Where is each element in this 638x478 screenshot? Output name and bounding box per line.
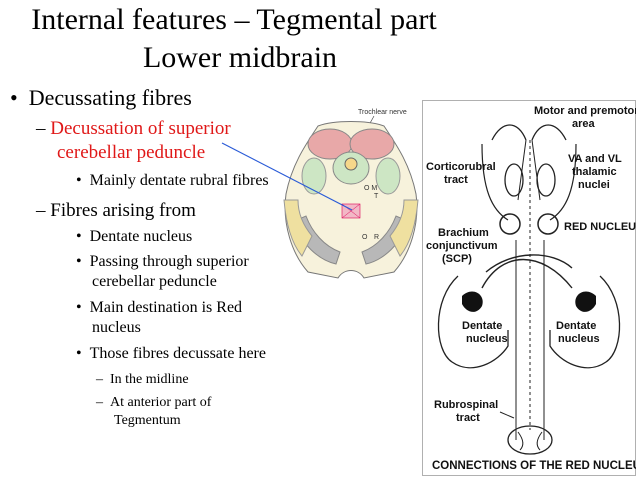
va-vl-label: VA and VL — [568, 153, 622, 165]
brachium-label: Brachium — [438, 227, 489, 239]
conjunctivum-label: conjunctivum — [426, 240, 498, 252]
bullet-tegmentum: Tegmentum — [114, 413, 181, 428]
r-label: R — [374, 234, 379, 241]
t-label: T — [374, 193, 379, 200]
bullet-decussation-scp-cont: cerebellar peduncle — [57, 142, 206, 163]
rubrospinal-label: Rubrospinal — [434, 399, 498, 411]
bullet-anterior-part: – At anterior part of — [96, 395, 212, 410]
bullet-decussation-scp: – Decussation of superior — [36, 118, 231, 139]
corticorubral-tract-label: tract — [444, 174, 468, 186]
slide-title-line2: Lower midbrain — [142, 41, 338, 74]
red-nucleus-label: RED NUCLEUS — [564, 221, 636, 233]
area-label: area — [572, 118, 596, 130]
bullet-fibres-arising: – Fibres arising from — [36, 200, 196, 221]
trochlear-nerve-label: Trochlear nerve — [358, 109, 407, 116]
diagram-caption: CONNECTIONS OF THE RED NUCLEUS — [432, 460, 636, 472]
red-nucleus-diagram: Motor and premotor area Corticorubral tr… — [422, 100, 636, 476]
motor-premotor-label: Motor and premotor — [534, 105, 636, 117]
corticorubral-label: Corticorubral — [426, 161, 496, 173]
bullet-main-destination: • Main destination is Red — [76, 299, 243, 316]
o-label: O — [362, 234, 368, 241]
nucleus-right-label: nucleus — [558, 333, 600, 345]
bullet-decussating-fibres: • Decussating fibres — [10, 85, 192, 110]
rubrospinal-tract-label: tract — [456, 412, 480, 424]
pointer-line — [221, 142, 353, 211]
dentate-left-label: Dentate — [462, 320, 502, 332]
bullet-dentate-nucleus: • Dentate nucleus — [76, 228, 193, 245]
mlf-label: O M — [364, 185, 377, 192]
bullet-dentate-rubral: • Mainly dentate rubral fibres — [76, 172, 269, 189]
thalamic-label: thalamic — [572, 166, 617, 178]
scp-label: (SCP) — [442, 253, 472, 265]
bullet-passing-through-cont: cerebellar peduncle — [92, 273, 217, 290]
bullet-midline: – In the midline — [96, 372, 189, 387]
bullet-passing-through: • Passing through superior — [76, 253, 249, 270]
midbrain-section-figure: Trochlear nerve O M T O R — [283, 109, 419, 279]
nuclei-label: nuclei — [578, 179, 610, 191]
dentate-right-label: Dentate — [556, 320, 596, 332]
slide-title-line1: Internal features – Tegmental part — [31, 3, 437, 36]
bullet-decussate-here: • Those fibres decussate here — [76, 345, 266, 362]
bullet-main-destination-cont: nucleus — [92, 319, 141, 336]
nucleus-left-label: nucleus — [466, 333, 508, 345]
